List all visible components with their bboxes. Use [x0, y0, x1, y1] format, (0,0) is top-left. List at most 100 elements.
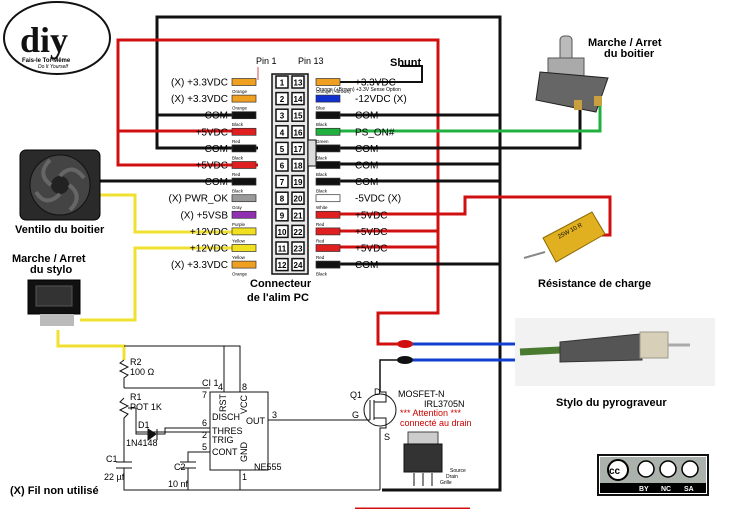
pin-number: 15: [294, 112, 303, 121]
pin-label: +12VDC: [190, 227, 228, 238]
rocker-base: [40, 314, 74, 326]
pin-number: 19: [294, 178, 303, 187]
red-wire-outer: [116, 38, 440, 346]
pin-label: +5VDC: [355, 210, 388, 221]
pin-number: 3: [280, 112, 285, 121]
shunt: Shunt: [316, 57, 423, 83]
cc-text: cc: [609, 466, 621, 477]
pkg-drain: Drain: [446, 474, 458, 480]
pin-socket: [275, 241, 289, 255]
pen-grip: [559, 333, 643, 363]
cc-license-badge: cc BY NC SA: [597, 454, 709, 496]
wire-stub: [231, 194, 257, 203]
pin-num-2: 2: [202, 430, 207, 440]
d1-value: 1N4148: [126, 438, 158, 448]
wire-color-name: Orange: [232, 106, 248, 111]
unused-note: (X) Fil non utilisé: [10, 485, 99, 497]
pin-label: COM: [205, 177, 228, 188]
pin-socket: [291, 191, 305, 205]
wire-stub: [315, 78, 341, 86]
pin-number: 8: [280, 195, 285, 204]
d1-path: [135, 432, 150, 435]
plug-black: [397, 356, 413, 364]
pin-socket: [275, 108, 289, 122]
pin-label: PS_ON#: [355, 127, 395, 138]
wire-color-name: Red: [316, 255, 325, 260]
wire-stub: [315, 194, 341, 203]
pin-socket: [275, 191, 289, 205]
ic-pin-out: OUT: [246, 416, 266, 426]
pin-socket: [291, 75, 305, 89]
black-wire-switch: [338, 105, 582, 150]
wire-color-name: Green: [316, 139, 329, 144]
r2-label: R2: [130, 357, 142, 367]
pin13-label: Pin 13: [298, 56, 324, 66]
pin-number: 22: [294, 228, 303, 237]
logo-oval: [3, 1, 111, 75]
pin-socket: [275, 208, 289, 222]
pin-number: 12: [278, 261, 287, 270]
wire-stub: [315, 127, 341, 136]
pin-number: 9: [280, 211, 285, 220]
pin-number: 2: [280, 95, 285, 104]
warning-line-1: *** Attention ***: [400, 408, 462, 418]
wire-stub: [231, 144, 257, 153]
c2-value: 10 nf: [168, 479, 189, 489]
pen-switch-label-1: Marche / Arret: [12, 253, 86, 265]
ic-body: [209, 391, 269, 471]
load-resistor-label: Résistance de charge: [538, 278, 651, 290]
pin-label: COM: [205, 144, 228, 155]
pin-socket: [291, 241, 305, 255]
wire-stub: [231, 127, 257, 136]
black-wire-outer: [155, 15, 502, 492]
pin-socket: [275, 141, 289, 156]
wire-color-name: Yellow: [232, 238, 246, 243]
pin1-label: Pin 1: [256, 56, 277, 66]
by-text: BY: [639, 486, 649, 493]
pin-label: (X) PWR_OK: [169, 194, 229, 205]
yellow-wire-switch: [80, 246, 232, 322]
wire-color-name: Black: [316, 272, 328, 277]
pin-label: (X) +5VSB: [180, 210, 228, 221]
pin-label: COM: [355, 161, 378, 172]
pin-socket: [275, 125, 289, 139]
yellow-wire-circuit: [56, 330, 126, 360]
pin-label: +12VDC: [190, 244, 228, 255]
pin-label: -5VDC (X): [355, 194, 401, 205]
wire-stub: [315, 177, 341, 186]
wire-stub: [231, 111, 257, 120]
pen-plugs: [397, 340, 413, 364]
wires: [56, 15, 612, 509]
r1-value: POT 1K: [130, 402, 162, 412]
pin-number: 5: [280, 145, 285, 154]
pin-number: 7: [280, 178, 285, 187]
pin-socket: [275, 91, 289, 106]
pin-number: 6: [280, 162, 285, 171]
pin-label: COM: [355, 260, 378, 271]
toggle-body: [535, 71, 609, 113]
sense-note: Orange (+Brown) +3.3V Sense Option: [316, 87, 401, 93]
wire-color-name: White: [316, 205, 328, 210]
pin-num-8: 8: [242, 382, 247, 392]
pin-label: (X) +3.3VDC: [171, 260, 228, 271]
wire-stub: [315, 210, 341, 219]
pkg-source: Source: [450, 468, 466, 474]
pin-socket: [275, 257, 289, 272]
pen-cable: [519, 346, 561, 356]
wire-stub: [231, 94, 257, 103]
case-fan: Ventilo du boitier: [15, 149, 105, 236]
c2-label: C2: [174, 462, 186, 472]
ci1-label: CI 1: [202, 378, 219, 388]
